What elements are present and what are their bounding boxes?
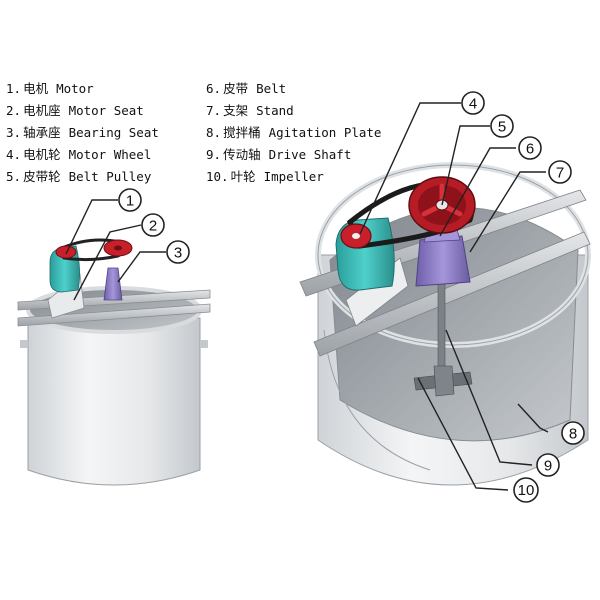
callout-8: 8 [561, 421, 585, 445]
callout-7: 7 [548, 160, 572, 184]
large-tank-rim-edge [317, 164, 589, 346]
small-callout-leaders [65, 199, 166, 301]
large-stand [415, 235, 471, 287]
callout-7-label: 7 [556, 165, 564, 182]
impeller [413, 365, 473, 397]
large-motor-wheel-hub [352, 233, 360, 239]
callout-10-label: 10 [518, 482, 535, 499]
leader-5 [441, 125, 490, 206]
callout-9-label: 9 [544, 458, 552, 475]
leader-7 [469, 171, 546, 253]
callout-2: 2 [141, 213, 165, 237]
small-pulley-hub [114, 245, 122, 251]
small-tank-lug-right [200, 340, 208, 348]
leader-4 [359, 102, 461, 235]
small-motor [49, 245, 80, 293]
callout-5: 5 [490, 114, 514, 138]
callout-1: 1 [118, 188, 142, 212]
leader-8 [517, 403, 549, 433]
leader-10 [417, 377, 509, 491]
callout-8-label: 8 [569, 426, 577, 443]
small-tank-body [27, 317, 201, 486]
large-frame-beam-front [313, 231, 591, 357]
callout-4-label: 4 [469, 96, 477, 113]
drive-shaft [437, 269, 446, 383]
small-tank-view [17, 238, 211, 486]
small-stand [103, 267, 123, 301]
small-tank-lug-left [20, 340, 28, 348]
callout-6: 6 [518, 136, 542, 160]
callout-4: 4 [461, 91, 485, 115]
callout-5-label: 5 [498, 119, 506, 136]
leader-9 [445, 329, 533, 466]
callout-3: 3 [166, 240, 190, 264]
callout-9: 9 [536, 453, 560, 477]
leader-3 [117, 251, 166, 283]
callout-3-label: 3 [174, 245, 182, 262]
large-tank-view: ····· [299, 162, 591, 486]
leader-6 [439, 147, 516, 237]
callout-10: 10 [513, 477, 539, 503]
callout-markers: 1 2 3 4 5 6 7 8 [118, 91, 585, 503]
callout-1-label: 1 [126, 193, 134, 210]
callout-2-label: 2 [149, 218, 157, 235]
leader-1 [65, 199, 118, 255]
leader-2 [73, 224, 142, 301]
large-callout-leaders [359, 102, 549, 491]
large-tank-contour [323, 329, 431, 471]
small-motor-wheel [55, 245, 77, 259]
callout-6-label: 6 [526, 141, 534, 158]
small-frame-beam-front [17, 303, 211, 327]
